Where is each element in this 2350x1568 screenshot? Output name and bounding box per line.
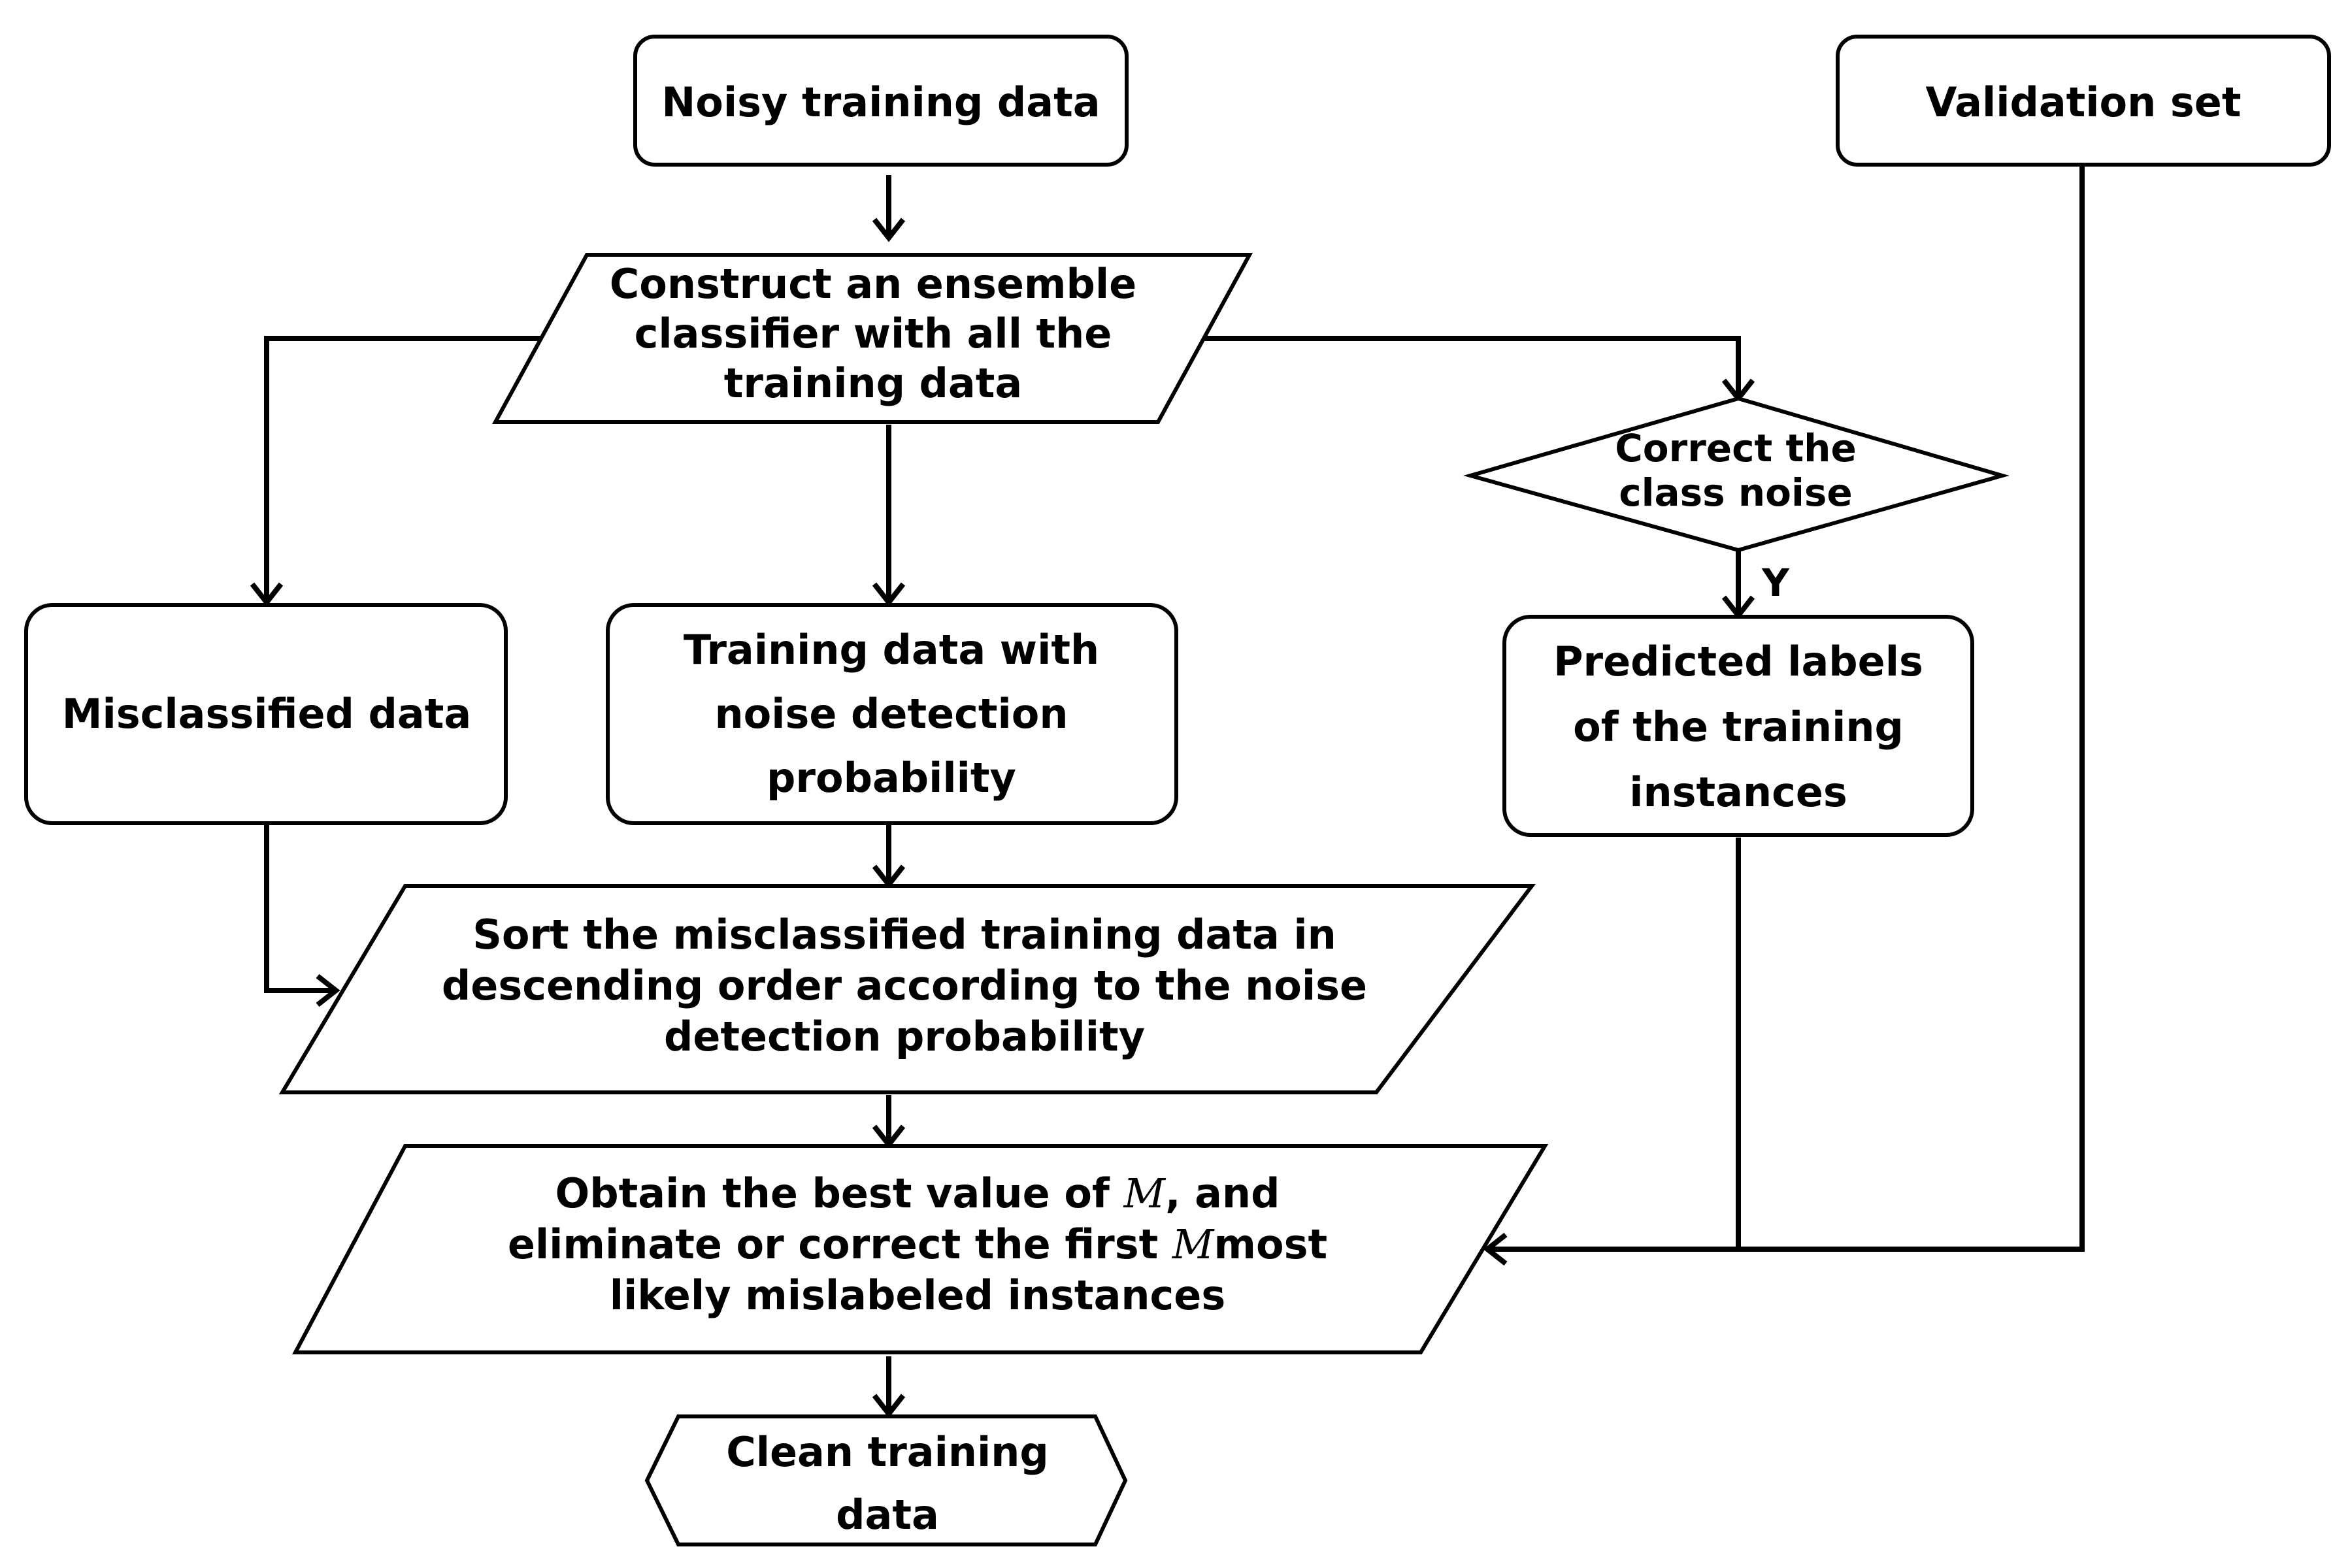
math-variable-m: M: [1172, 1220, 1215, 1268]
node-label-line-1: Clean training: [726, 1428, 1049, 1476]
node-label-line-2: eliminate or correct the first Mmost: [508, 1220, 1327, 1268]
arrowhead-validation-to-obtain: [1483, 1232, 1508, 1266]
node-label-line-3: likely mislabeled instances: [610, 1271, 1226, 1319]
edge-ensemble-to-misclassified: [264, 336, 542, 600]
node-validation-set-box: [1836, 35, 2331, 167]
node-correct-class-noise: Correct the class noise: [1463, 396, 2010, 553]
label-fragment: most: [1214, 1220, 1327, 1268]
node-label-line-2: data: [836, 1491, 939, 1539]
arrowhead-noisy-to-ensemble: [872, 218, 906, 242]
node-label-line-2: descending order according to the noise: [442, 962, 1367, 1009]
node-label-line-2: classifier with all the: [635, 310, 1112, 357]
edge-label-yes: Y: [1761, 561, 1790, 605]
node-predicted-labels: Predicted labels of the training instanc…: [1502, 615, 1974, 837]
node-label-line-2: noise detection: [714, 690, 1068, 738]
edge-ensemble-to-correct-noise: [1204, 336, 1741, 396]
node-clean-training-data: Clean training data: [644, 1414, 1128, 1546]
label-fragment: , and: [1165, 1169, 1280, 1217]
node-label-line-3: detection probability: [664, 1013, 1145, 1060]
math-variable-m: M: [1123, 1169, 1166, 1217]
arrowhead-misclassified-to-sort: [316, 973, 340, 1007]
node-predicted-labels-box: [1502, 615, 1974, 837]
node-noise-detection-probability-box: [606, 603, 1178, 825]
node-label: Misclassified data: [62, 690, 471, 738]
node-obtain-best-m-shape: [292, 1144, 1549, 1354]
node-label-line-1: Construct an ensemble: [610, 260, 1136, 308]
node-label-line-1: Sort the misclassified training data in: [472, 911, 1336, 958]
arrowhead-obtain-to-clean: [872, 1394, 906, 1418]
edge-misclassified-to-sort: [264, 825, 333, 993]
label-fragment: Obtain the best value of: [555, 1169, 1124, 1217]
node-validation-set: Validation set: [1836, 35, 2331, 167]
node-label-line-1: Training data with: [684, 626, 1099, 674]
node-construct-ensemble: Construct an ensemble classifier with al…: [491, 253, 1253, 424]
connectors: [250, 165, 2085, 1418]
node-noisy-training-data: Noisy training data: [633, 35, 1129, 167]
node-label-line-1: Predicted labels: [1553, 638, 1923, 685]
node-label-line-2: of the training: [1573, 703, 1904, 751]
node-misclassified-data-box: [24, 603, 508, 825]
node-obtain-best-m: Obtain the best value of M, and eliminat…: [292, 1144, 1549, 1354]
node-label-line-3: training data: [724, 359, 1023, 407]
node-misclassified-data: Misclassified data: [24, 603, 508, 825]
label-fragment: eliminate or correct the first: [508, 1220, 1172, 1268]
node-label-line-1: Correct the: [1615, 426, 1857, 470]
node-label: Noisy training data: [661, 78, 1100, 126]
arrowhead-ensemble-to-misclassified: [250, 582, 284, 607]
edge-validation-to-obtain: [1490, 165, 2085, 1252]
node-noisy-training-data-box: [633, 35, 1129, 167]
node-sort-misclassified: Sort the misclassified training data in …: [278, 884, 1536, 1094]
arrowhead-ensemble-to-noise-prob: [872, 582, 906, 607]
node-noise-detection-probability: Training data with noise detection proba…: [606, 603, 1178, 825]
node-label: Validation set: [1926, 78, 2242, 126]
node-label-line-3: probability: [767, 754, 1016, 802]
node-sort-misclassified-shape: [278, 884, 1536, 1094]
node-label-line-1: Obtain the best value of M, and: [555, 1169, 1280, 1217]
node-label-line-3: instances: [1629, 768, 1847, 816]
node-construct-ensemble-shape: [491, 253, 1253, 424]
node-label-line-2: class noise: [1619, 470, 1853, 515]
node-clean-training-data-shape: [644, 1414, 1128, 1546]
node-correct-class-noise-shape: [1463, 396, 2010, 553]
